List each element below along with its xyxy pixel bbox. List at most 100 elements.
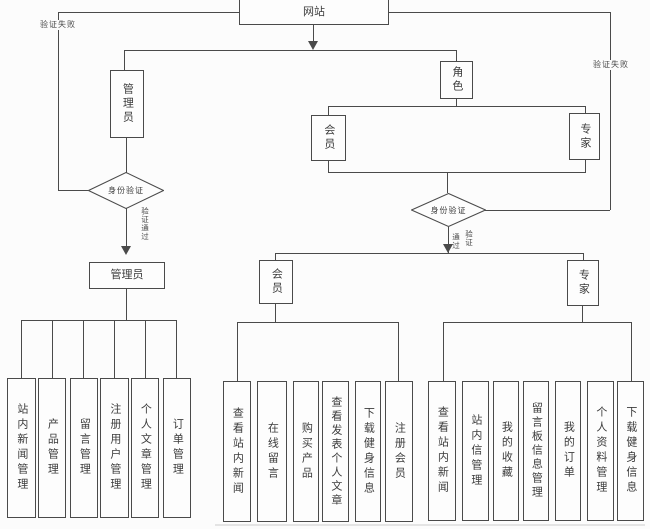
connector [398, 322, 399, 381]
expert-function-box: 查看站内新闻 [428, 381, 456, 521]
member-function-box: 查看发表个人文章 [322, 381, 349, 522]
connector [58, 190, 88, 191]
expert-function-box: 我的收藏 [493, 381, 519, 521]
admin-function-label: 站内新闻管理 [15, 403, 29, 493]
expert-function-box: 下载健身信息 [617, 381, 644, 521]
connector [447, 172, 448, 193]
connector [585, 159, 586, 172]
admin-role-box: 管理员 [110, 70, 144, 138]
connector [176, 320, 177, 378]
admin-function-label: 注册用户管理 [108, 403, 122, 493]
expert-function-box: 个人资料管理 [587, 381, 614, 521]
member-function-box: 下载健身信息 [355, 381, 381, 522]
verify-pass-left-label: 验证通过 [140, 207, 150, 241]
admin-function-label: 留言管理 [78, 418, 92, 478]
connector [126, 137, 127, 173]
connector [583, 253, 584, 260]
admin-function-label: 订单管理 [171, 418, 185, 478]
member-actor-box: 会员 [259, 260, 293, 304]
verify-fail-left-label: 验证失败 [39, 20, 77, 30]
connector [21, 320, 177, 321]
verify-pass-right-label-col1: 验证 [464, 230, 474, 247]
admin-function-label: 产品管理 [46, 418, 60, 478]
expert-function-label: 留言板信息管理 [530, 402, 544, 500]
connector [456, 50, 457, 61]
connector [328, 106, 585, 107]
auth-diamond-left [88, 172, 164, 209]
member-function-label: 购买产品 [300, 421, 314, 482]
admin-function-box: 注册用户管理 [100, 378, 129, 518]
connector [124, 50, 125, 70]
connector [145, 320, 146, 378]
connector [485, 210, 610, 211]
expert-function-box: 站内信管理 [462, 381, 489, 521]
admin-function-box: 订单管理 [163, 378, 191, 518]
member-function-label: 在线留言 [266, 421, 280, 482]
admin-function-label: 个人文章管理 [139, 403, 153, 493]
admin-function-box: 留言管理 [70, 378, 98, 518]
expert-role-label: 专家 [578, 122, 592, 151]
connector [582, 305, 583, 322]
connector [313, 25, 314, 43]
connector [114, 320, 115, 378]
expert-function-box: 留言板信息管理 [523, 381, 549, 521]
connector [585, 106, 586, 113]
expert-actor-label: 专家 [577, 269, 591, 297]
connector [388, 12, 610, 13]
connector [443, 322, 631, 323]
connector [124, 50, 456, 51]
connector [237, 322, 398, 323]
connector [58, 12, 239, 13]
connector [52, 320, 53, 378]
admin-function-box: 产品管理 [38, 378, 66, 518]
connector [275, 253, 276, 260]
arrowhead-icon [443, 244, 453, 253]
verify-pass-right-label-col2: 通过 [451, 233, 461, 250]
connector [448, 227, 449, 253]
connector [58, 12, 59, 190]
connector [610, 12, 611, 210]
connector [328, 106, 329, 115]
verify-fail-right-label: 验证失败 [592, 60, 630, 70]
connector [275, 253, 583, 254]
connector [83, 320, 84, 378]
connector [275, 303, 276, 322]
auth-diamond-right [411, 193, 486, 227]
role-label: 角色 [450, 66, 464, 94]
connector [443, 322, 444, 381]
expert-function-label: 查看站内新闻 [436, 406, 450, 496]
member-actor-label: 会员 [270, 268, 284, 296]
shadow-line [215, 524, 645, 526]
connector [126, 208, 127, 252]
member-function-label: 下载健身信息 [362, 406, 376, 497]
website-box: 网站 [239, 0, 389, 25]
member-function-box: 查看站内新闻 [223, 381, 251, 522]
expert-role-box: 专家 [569, 113, 600, 160]
member-function-box: 购买产品 [293, 381, 319, 522]
connector [237, 322, 238, 381]
connector [21, 320, 22, 378]
expert-function-label: 下载健身信息 [624, 406, 638, 496]
connector [126, 288, 127, 320]
member-role-label: 会员 [322, 124, 336, 152]
connector [631, 322, 632, 381]
arrowhead-icon [121, 246, 131, 255]
member-function-box: 在线留言 [257, 381, 287, 522]
expert-actor-box: 专家 [567, 260, 599, 306]
admin-actor-label: 管理员 [110, 268, 144, 282]
expert-function-label: 我的收藏 [500, 421, 514, 481]
expert-function-label: 站内信管理 [469, 413, 483, 489]
auth-diamond-left-label: 身份验证 [108, 186, 144, 195]
member-role-box: 会员 [311, 115, 346, 161]
admin-function-box: 站内新闻管理 [7, 378, 36, 518]
member-function-label: 查看站内新闻 [231, 406, 245, 497]
member-function-label: 查看发表个人文章 [329, 395, 343, 508]
arrowhead-icon [308, 41, 318, 50]
member-function-box: 注册会员 [385, 381, 413, 522]
expert-function-label: 我的订单 [562, 421, 576, 481]
expert-function-box: 我的订单 [555, 381, 581, 521]
expert-function-label: 个人资料管理 [594, 406, 608, 496]
admin-actor-box: 管理员 [89, 262, 165, 289]
admin-function-box: 个人文章管理 [131, 378, 159, 518]
